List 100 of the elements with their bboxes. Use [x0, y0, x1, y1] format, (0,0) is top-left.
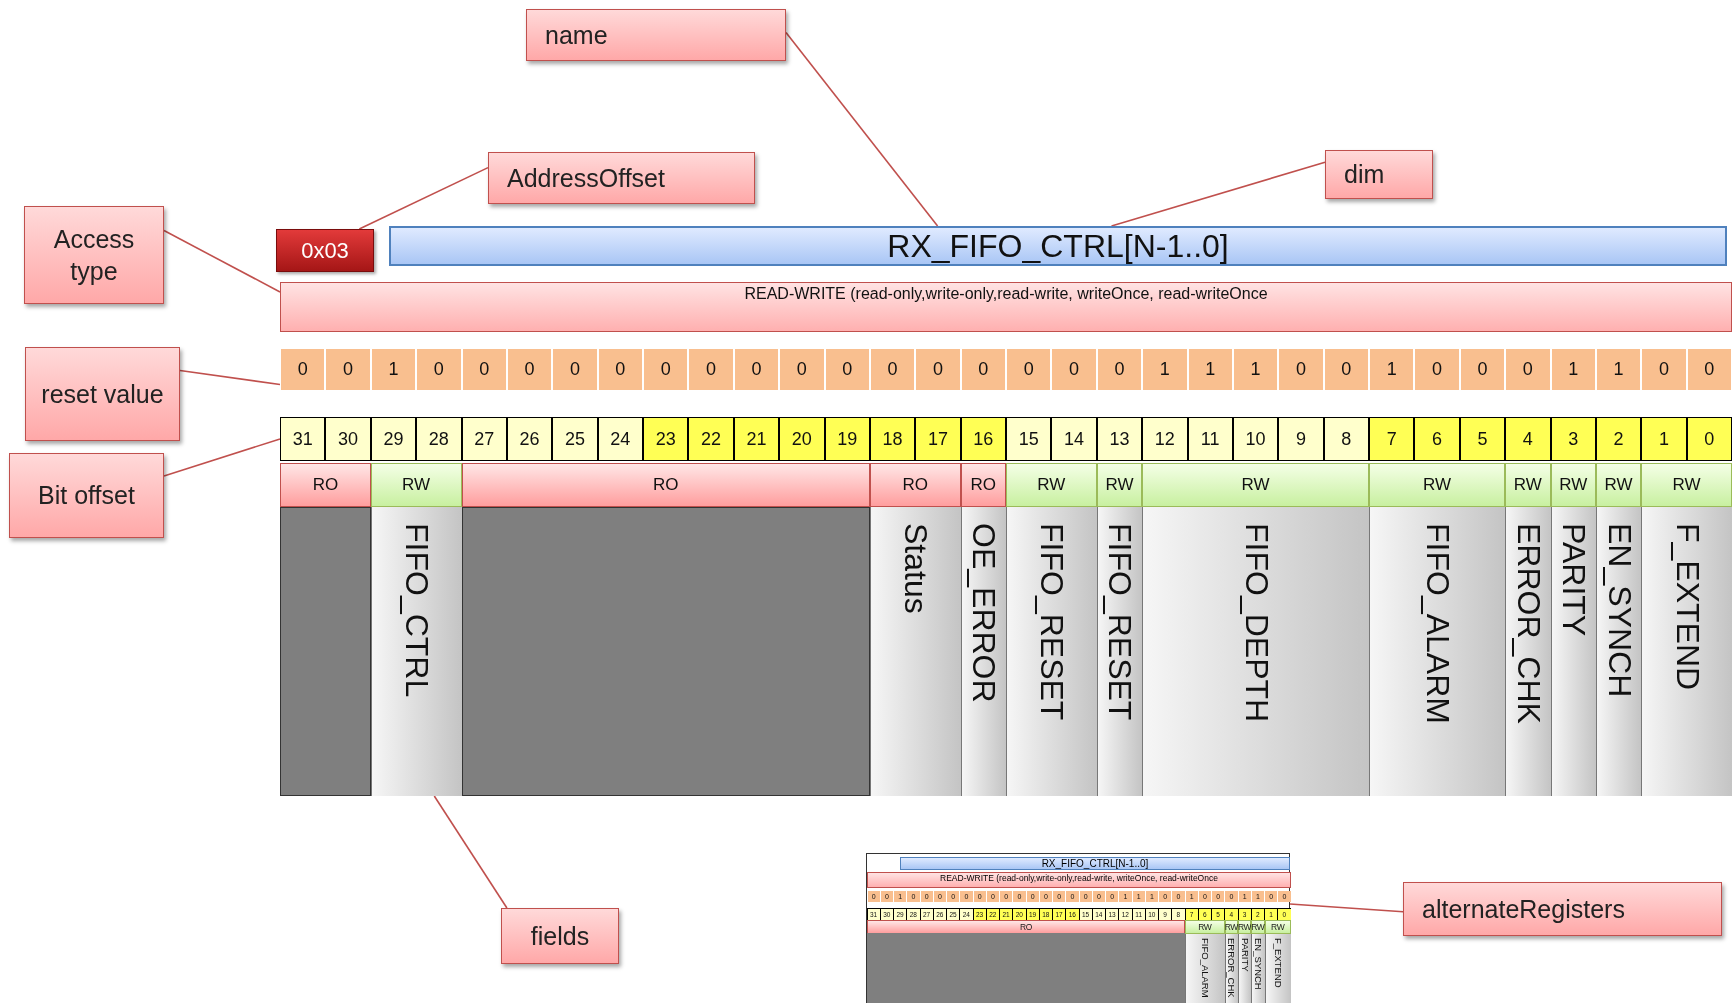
callout-box: alternateRegisters — [1403, 882, 1722, 936]
reset-value: 0 — [825, 349, 869, 390]
reset-value: 1 — [1233, 349, 1278, 390]
register-name-bar: RX_FIFO_CTRL[N-1..0] — [900, 857, 1290, 870]
reset-value: 0 — [1097, 349, 1142, 390]
bit-number: 0 — [1687, 418, 1731, 460]
reset-value: 0 — [507, 349, 552, 390]
access-tag: RW — [1096, 463, 1143, 507]
field-column: PARITY — [1550, 507, 1596, 796]
field-column: Status — [869, 507, 961, 796]
bit-number: 24 — [598, 418, 642, 460]
bit-number: 15 — [1007, 418, 1051, 460]
address-offset-box: 0x03 — [276, 229, 374, 272]
leader-line — [433, 795, 508, 909]
access-tag: RO — [869, 463, 961, 507]
access-tag: RW — [1550, 463, 1596, 507]
callout-box: dim — [1325, 150, 1433, 199]
reset-value: 1 — [1596, 349, 1641, 390]
access-tag: RW — [1251, 920, 1265, 934]
bit-number: 27 — [462, 418, 506, 460]
field-column: FIFO_DEPTH — [1142, 507, 1369, 796]
field-column: FIFO_ALARM — [1369, 507, 1506, 796]
bit-number: 10 — [1233, 418, 1278, 460]
bit-number: 4 — [1506, 418, 1550, 460]
access-tag: RW — [1185, 920, 1225, 934]
bit-number: 9 — [1279, 418, 1323, 460]
leader-line — [785, 31, 939, 227]
access-tag: RO — [960, 463, 1006, 507]
leader-line — [163, 438, 281, 477]
reset-value: 0 — [734, 349, 779, 390]
access-tag: RW — [1505, 463, 1551, 507]
access-tag: RW — [1264, 920, 1291, 934]
reset-value: 0 — [1052, 349, 1096, 390]
reset-value: 0 — [1007, 349, 1051, 390]
access-tag: RW — [1641, 463, 1732, 507]
field-column: PARITY — [1238, 934, 1252, 1003]
bit-number: 16 — [961, 418, 1005, 460]
reset-value: 0 — [1642, 349, 1686, 390]
field-column: FIFO_CTRL — [370, 507, 462, 796]
field-column: FIFO_RESET — [1096, 507, 1143, 796]
reset-value: 0 — [417, 349, 461, 390]
callout-box: name — [526, 9, 786, 61]
bit-number: 30 — [326, 418, 370, 460]
bit-number: 3 — [1551, 418, 1595, 460]
field-column: OE_ERROR — [960, 507, 1006, 796]
field-column: EN_SYNCH — [1251, 934, 1265, 1003]
reset-value-row — [280, 348, 1732, 391]
bit-number: 28 — [417, 418, 461, 460]
access-tag: RW — [1369, 463, 1506, 507]
reset-value: 1 — [1551, 349, 1595, 390]
bit-number: 6 — [1415, 418, 1459, 460]
reset-value: 0 — [780, 349, 824, 390]
reset-value: 1 — [371, 349, 416, 390]
reset-value: 0 — [870, 349, 915, 390]
reset-value: 0 — [1460, 349, 1505, 390]
leader-line — [1110, 161, 1326, 227]
bit-number: 13 — [1097, 418, 1142, 460]
bit-number: 31 — [281, 418, 325, 460]
reset-value: 0 — [1415, 349, 1459, 390]
bit-number: 14 — [1052, 418, 1096, 460]
bit-number: 20 — [780, 418, 824, 460]
bit-number: 29 — [371, 418, 416, 460]
access-tag: RW — [370, 463, 462, 507]
access-tag: RW — [1006, 463, 1097, 507]
bit-number: 5 — [1460, 418, 1505, 460]
bit-number: 23 — [644, 418, 688, 460]
leader-line — [163, 229, 281, 293]
callout-box: reset value — [25, 347, 180, 441]
reset-value: 0 — [689, 349, 733, 390]
leader-line — [1289, 903, 1404, 913]
field-column: EN_SYNCH — [1595, 507, 1642, 796]
reset-value: 0 — [961, 349, 1005, 390]
access-tag: RW — [1238, 920, 1252, 934]
reset-value: 1 — [1143, 349, 1187, 390]
access-tag: RO — [280, 463, 371, 507]
reserved-field — [461, 507, 870, 796]
leader-line — [358, 166, 489, 230]
access-tag: RW — [1595, 463, 1642, 507]
bit-number: 18 — [870, 418, 915, 460]
reset-value: 0 — [462, 349, 506, 390]
reset-value: 0 — [281, 349, 325, 390]
callout-box: Bit offset — [9, 453, 164, 538]
reset-value: 0 — [916, 349, 960, 390]
reset-value: 0 — [553, 349, 597, 390]
reset-value: 0 — [326, 349, 370, 390]
field-column: F_EXTEND — [1641, 507, 1732, 796]
callout-box: Access type — [24, 206, 164, 304]
bit-number: 11 — [1188, 418, 1232, 460]
field-column: FIFO_ALARM — [1185, 934, 1225, 1003]
register-name-bar: RX_FIFO_CTRL[N-1..0] — [389, 226, 1727, 266]
reset-value: 0 — [1324, 349, 1368, 390]
field-column: ERROR_CHK — [1505, 507, 1551, 796]
reset-value: 0 — [644, 349, 688, 390]
callout-box: AddressOffset — [488, 152, 755, 204]
access-type-bar: READ-WRITE (read-only,write-only,read-write, writeOnce, read-writeOnce — [280, 282, 1732, 332]
reset-value: 1 — [1188, 349, 1232, 390]
field-column: FIFO_RESET — [1006, 507, 1097, 796]
bit-number: 2 — [1596, 418, 1641, 460]
bit-offset-row — [280, 417, 1732, 461]
reserved-field — [280, 507, 371, 796]
